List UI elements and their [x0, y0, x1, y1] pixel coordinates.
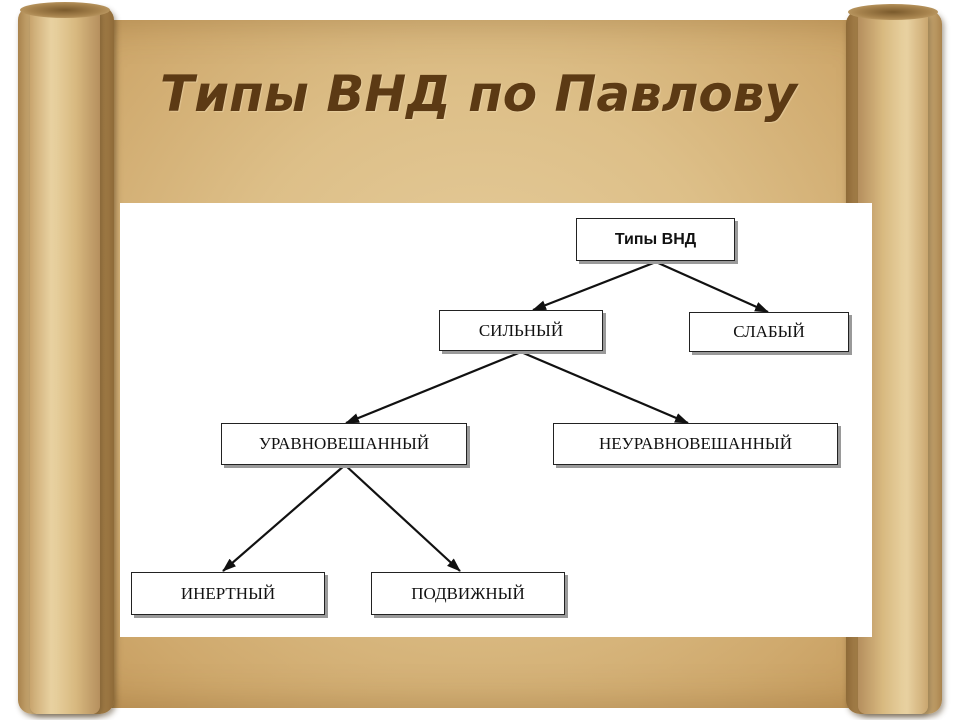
edge-root-strong — [532, 260, 657, 312]
scroll-cap-top-left — [20, 2, 110, 18]
node-weak: СЛАБЫЙ — [689, 312, 849, 352]
node-unbalanced: НЕУРАВНОВЕШАННЫЙ — [553, 423, 838, 465]
scroll-roll-left-inner — [30, 6, 100, 714]
node-root: Типы ВНД — [576, 218, 735, 261]
edge-balanced-inert — [222, 464, 346, 572]
node-mobile: ПОДВИЖНЫЙ — [371, 572, 565, 615]
node-strong: СИЛЬНЫЙ — [439, 310, 603, 351]
edge-strong-unbalanced — [520, 350, 689, 425]
edge-strong-balanced — [345, 350, 522, 425]
diagram-connectors — [222, 260, 769, 572]
node-balanced: УРАВНОВЕШАННЫЙ — [221, 423, 467, 465]
scroll-cap-top-right — [848, 4, 938, 20]
slide-title: Типы ВНД по Павлову — [160, 65, 797, 123]
edge-root-weak — [655, 260, 769, 314]
edge-balanced-mobile — [344, 464, 461, 572]
node-inert: ИНЕРТНЫЙ — [131, 572, 325, 615]
hierarchy-diagram: Типы ВНД СИЛЬНЫЙ СЛАБЫЙ УРАВНОВЕШАННЫЙ Н… — [120, 203, 872, 637]
